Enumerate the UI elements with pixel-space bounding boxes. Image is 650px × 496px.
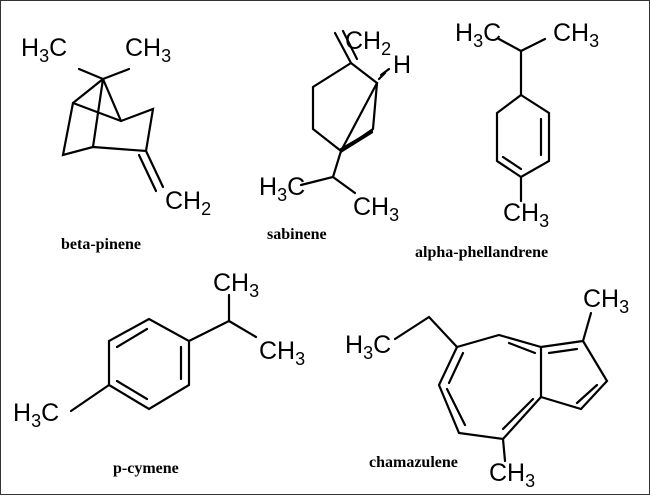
chamazulene-h3c-label: H3C: [345, 331, 391, 363]
sabinene-name: sabinene: [267, 226, 327, 243]
sabinene-h3c-label: H3C: [259, 173, 305, 205]
beta-pinene-h3c-label: H3C: [21, 34, 67, 66]
alpha-phellandrene-structure: H3C CH3 CH3 alpha-phellandrene: [415, 19, 599, 261]
p-cymene-h3c-label: H3C: [13, 399, 59, 431]
alpha-phellandrene-ch3-label: CH3: [553, 19, 599, 51]
beta-pinene-name: beta-pinene: [61, 236, 141, 253]
sabinene-structure: CH2 H H3C CH3 sabinene: [259, 27, 411, 243]
chamazulene-ch3-top-label: CH3: [583, 285, 629, 317]
chamazulene-name: chamazulene: [369, 454, 458, 471]
sabinene-ch3-label: CH3: [353, 193, 399, 225]
beta-pinene-ch2-label: CH2: [165, 187, 211, 219]
chamazulene-ch3-bottom-label: CH3: [489, 459, 535, 491]
p-cymene-structure: CH3 CH3 H3C p-cymene: [13, 269, 305, 477]
beta-pinene-structure: H3C CH3 CH2 beta-pinene: [21, 34, 211, 253]
alpha-phellandrene-h3c-label: H3C: [455, 19, 501, 51]
alpha-phellandrene-name: alpha-phellandrene: [415, 244, 548, 261]
p-cymene-name: p-cymene: [113, 460, 179, 477]
p-cymene-ch3-right-label: CH3: [259, 337, 305, 369]
sabinene-ch2-label: CH2: [345, 27, 391, 59]
sabinene-h-label: H: [393, 51, 411, 79]
alpha-phellandrene-ch3-bottom-label: CH3: [503, 199, 549, 231]
chamazulene-structure: H3C CH3 CH3 chamazulene: [345, 285, 629, 491]
beta-pinene-ch3-label: CH3: [125, 34, 171, 66]
p-cymene-ch3-top-label: CH3: [213, 269, 259, 301]
